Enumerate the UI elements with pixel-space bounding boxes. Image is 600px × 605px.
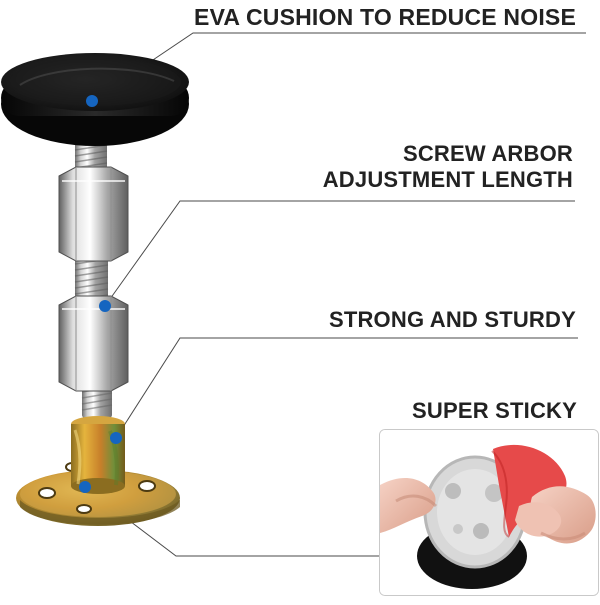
screw-arbor-label-line-1: SCREW ARBOR [402,141,573,166]
screw-arbor-label-line-2: ADJUSTMENT LENGTH [322,166,573,192]
super-sticky-label: SUPER STICKY [412,398,577,423]
screw-arbor-label: SCREW ARBOR ADJUSTMENT LENGTH [323,141,573,192]
callout-markers [79,95,122,493]
strong-sturdy-label: STRONG AND STURDY [328,307,576,332]
sticky-marker [79,481,91,493]
eva-marker [86,95,98,107]
strong-marker [110,432,122,444]
screw-marker [99,300,111,312]
hand-peeling-adhesive-pad-illustration [380,430,598,595]
upper-hex-nut [58,166,129,262]
callout-line-screw [104,200,575,307]
callout-line-strong [115,337,578,439]
lower-hex-nut [58,295,129,392]
threaded-sleeve [71,416,125,494]
adhesive-pad-inset [379,429,599,596]
eva-cushion-label: EVA CUSHION TO REDUCE NOISE [194,4,576,30]
